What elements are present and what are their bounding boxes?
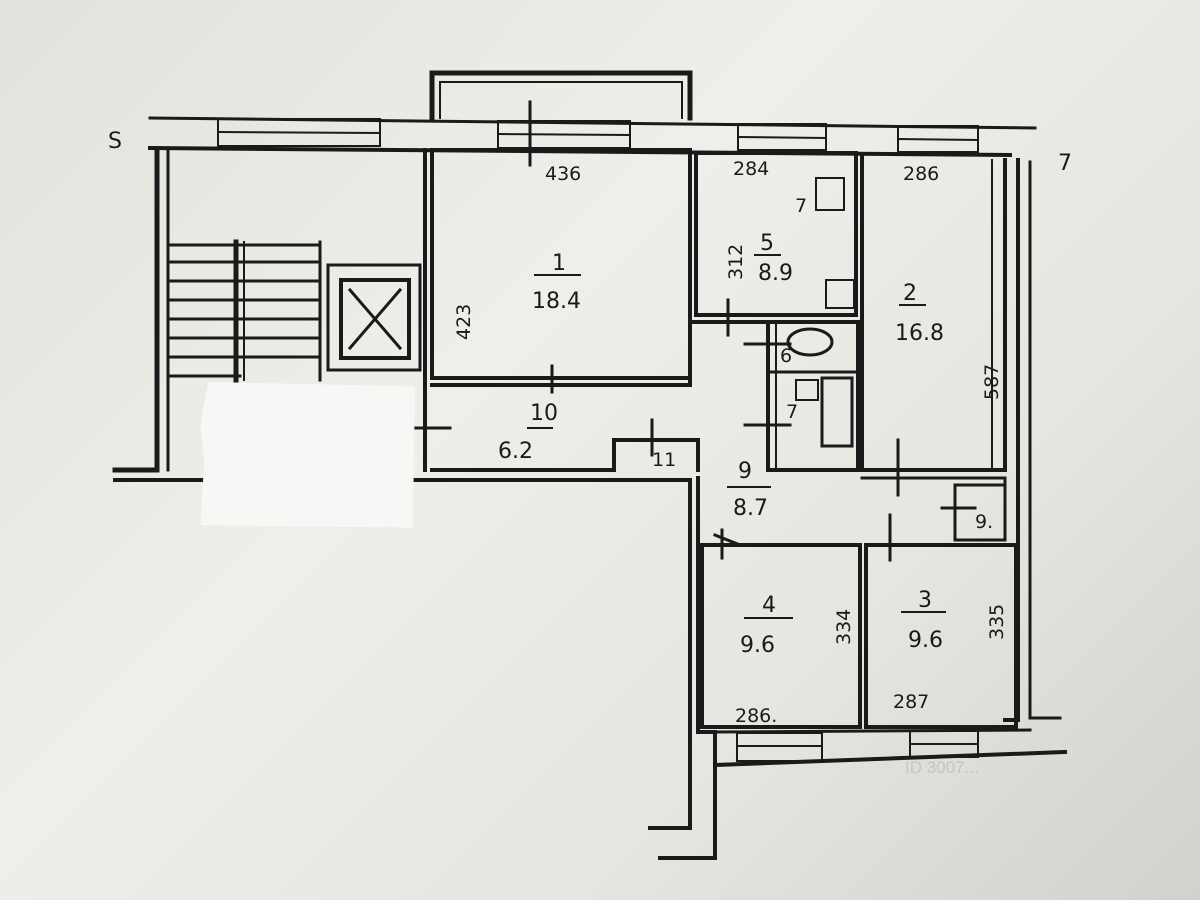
room-5-area: 8.9 — [758, 261, 793, 286]
break-mark-left: S — [108, 129, 122, 154]
paper-sticker — [200, 382, 415, 528]
dim-room5-width: 284 — [733, 158, 769, 180]
bath-label: 7 — [786, 401, 798, 423]
balcony-outline — [429, 70, 693, 121]
room-10-number: 10 — [530, 401, 558, 426]
stairwell-wall — [112, 147, 160, 473]
closet-walls — [953, 483, 1007, 542]
room-3-number: 3 — [918, 588, 932, 613]
dim-room1-width: 436 — [545, 163, 581, 185]
dim-room2-width: 286 — [903, 163, 939, 185]
room-5-number: 5 — [760, 231, 774, 256]
wc-label: 6 — [780, 345, 792, 367]
dim-room5-height: 312 — [725, 244, 747, 280]
room-10-area: 6.2 — [498, 439, 533, 464]
dim-room2-height: 587 — [981, 364, 1003, 400]
watermark: ID 3007... — [905, 758, 979, 777]
room-9-number: 9 — [738, 459, 752, 484]
room-2-area: 16.8 — [895, 321, 944, 346]
dim-room4-height: 334 — [833, 609, 855, 645]
room-4-area: 9.6 — [740, 633, 775, 658]
dim-room1-height: 423 — [453, 304, 475, 340]
room5-fixture-label: 7 — [795, 195, 807, 217]
room-3-area: 9.6 — [908, 628, 943, 653]
room-3-walls — [864, 543, 1018, 729]
room-4-number: 4 — [762, 593, 776, 618]
room-9-area: 8.7 — [733, 496, 768, 521]
room-4-walls — [700, 543, 862, 729]
lower-outer-wall — [113, 478, 692, 830]
window-strips — [216, 118, 980, 153]
elevator-shaft — [326, 263, 422, 372]
stair-steps — [166, 239, 322, 383]
room-2-number: 2 — [903, 281, 917, 306]
dim-room3-width: 287 — [893, 691, 929, 713]
break-mark-right: 7 — [1058, 151, 1072, 176]
wc-bath-block — [766, 320, 860, 472]
room-1-number: 1 — [552, 251, 566, 276]
dim-room3-height: 335 — [986, 604, 1008, 640]
room-1-walls — [430, 148, 692, 380]
dim-room4-width: 286. — [735, 705, 777, 727]
room-2-walls — [860, 153, 1007, 472]
pantry-label: 11 — [652, 449, 676, 471]
corridor-walls — [430, 320, 770, 387]
closet-label: 9. — [975, 511, 993, 533]
room-5-walls — [694, 151, 858, 317]
room-1-area: 18.4 — [532, 289, 581, 314]
